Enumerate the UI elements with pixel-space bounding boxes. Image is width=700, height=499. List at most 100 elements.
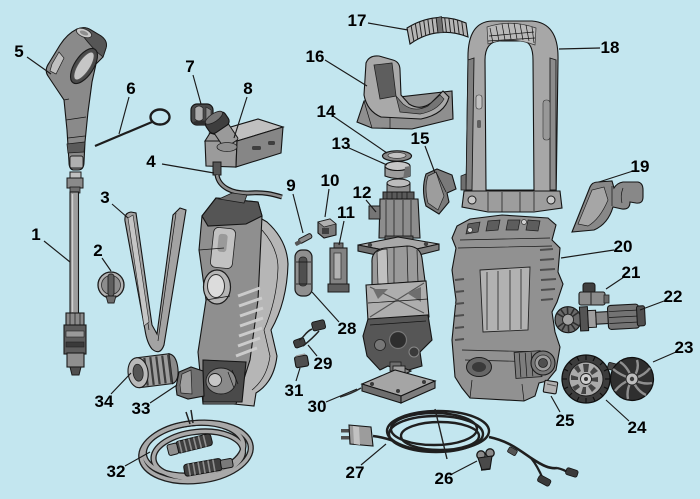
callout-17-leader-line xyxy=(367,22,409,31)
part-5-spray-gun xyxy=(45,27,107,171)
callout-10-number: 10 xyxy=(321,171,340,190)
callout-30-leader-line xyxy=(325,388,358,403)
part-11-channel-bracket xyxy=(327,242,350,293)
callout-23-number: 23 xyxy=(675,338,694,357)
part-14-seal-ring xyxy=(381,150,413,162)
part-21-fitting xyxy=(578,282,610,306)
callout-27-leader-line xyxy=(360,443,387,466)
front-housing xyxy=(197,192,289,407)
part-19-corner-bracket xyxy=(571,180,644,233)
callout-11-number: 11 xyxy=(337,203,355,222)
callout-6-leader-line xyxy=(118,96,130,135)
callout-25-number: 25 xyxy=(556,411,575,430)
callout-11-leader-line xyxy=(338,220,345,246)
part-25-pad xyxy=(542,379,559,395)
callout-31-number: 31 xyxy=(285,381,304,400)
callout-18-leader-line xyxy=(558,47,601,50)
part-33-foot-bracket xyxy=(175,366,205,400)
callout-30-number: 30 xyxy=(308,397,327,416)
part-26-cord-clamp xyxy=(476,448,495,471)
callout-9-number: 9 xyxy=(286,176,295,195)
callout-20-leader-line xyxy=(560,249,615,259)
callout-16-number: 16 xyxy=(306,47,325,66)
callout-3-leader-line xyxy=(111,203,129,219)
part-8-detergent-tank xyxy=(204,110,285,176)
part-32-hp-hose xyxy=(138,409,254,485)
callout-1-number: 1 xyxy=(31,225,40,244)
callout-5-number: 5 xyxy=(14,42,23,61)
callout-33-leader-line xyxy=(149,384,178,404)
callout-3-number: 3 xyxy=(100,188,109,207)
callout-4-leader-line xyxy=(161,163,215,174)
part-16-gun-holster xyxy=(356,55,454,130)
part-3-v-bracket xyxy=(124,207,187,353)
callout-12-leader-line xyxy=(365,199,377,213)
callout-16-leader-line xyxy=(324,59,368,87)
part-18-handle-frame xyxy=(460,20,563,213)
part-4-detergent-hose xyxy=(214,174,283,200)
callout-10-leader-line xyxy=(324,188,330,218)
callout-20-number: 20 xyxy=(614,237,633,256)
callout-7-number: 7 xyxy=(185,57,194,76)
callout-5-leader-line xyxy=(26,56,52,75)
callout-33-number: 33 xyxy=(132,399,151,418)
part-27-power-cord xyxy=(341,408,579,487)
part-13-cap xyxy=(384,160,411,180)
callout-22-number: 22 xyxy=(664,287,683,306)
callout-28-number: 28 xyxy=(338,319,357,338)
part-31-block xyxy=(293,353,310,369)
motor-pump-assembly xyxy=(362,245,433,373)
callout-24-number: 24 xyxy=(628,418,647,437)
callout-9-leader-line xyxy=(292,193,304,234)
callout-15-leader-line xyxy=(424,145,436,174)
part-30-base-plate xyxy=(339,365,437,404)
callout-12-number: 12 xyxy=(353,183,372,202)
callout-34-number: 34 xyxy=(95,392,114,411)
callout-18-number: 18 xyxy=(601,38,620,57)
part-15-fin-bracket xyxy=(422,168,457,215)
part-10-switch xyxy=(317,218,337,239)
callout-26-number: 26 xyxy=(435,469,454,488)
callout-23-leader-line xyxy=(652,351,677,363)
part-23-wheel-cover xyxy=(609,356,655,402)
part-29-wired-switch xyxy=(293,319,327,349)
callout-19-leader-line xyxy=(598,170,634,183)
callout-8-leader-line xyxy=(233,96,248,139)
part-24-wheel xyxy=(561,354,617,404)
callout-29-number: 29 xyxy=(314,354,333,373)
part-20-rear-housing xyxy=(451,214,564,402)
callout-27-number: 27 xyxy=(346,463,365,482)
callout-31-leader-line xyxy=(295,367,301,382)
callout-14-leader-line xyxy=(332,115,388,154)
callout-32-number: 32 xyxy=(107,462,126,481)
callout-21-number: 21 xyxy=(622,263,641,282)
part-1-spray-lance xyxy=(63,171,87,376)
callout-13-leader-line xyxy=(348,147,388,166)
part-6-cleaning-needle xyxy=(94,108,171,148)
callout-21-leader-line xyxy=(605,276,625,290)
callout-13-number: 13 xyxy=(332,134,351,153)
callout-28-leader-line xyxy=(311,291,340,323)
part-34-hose-guide xyxy=(127,353,179,389)
callout-25-leader-line xyxy=(550,395,561,413)
callout-7-leader-line xyxy=(192,74,202,105)
callout-29-leader-line xyxy=(307,344,318,357)
callout-2-leader-line xyxy=(101,257,112,272)
part-17-corrugated-grip xyxy=(406,16,469,45)
part-2-knob xyxy=(97,271,125,304)
callout-17-number: 17 xyxy=(348,11,367,30)
callout-15-number: 15 xyxy=(411,129,430,148)
callout-1-leader-line xyxy=(43,240,71,263)
callout-4-number: 4 xyxy=(146,152,156,171)
callout-24-leader-line xyxy=(605,399,630,422)
part-9-pin xyxy=(294,233,313,246)
callout-34-leader-line xyxy=(110,372,132,395)
part-28-capacitor xyxy=(294,249,313,297)
callout-32-leader-line xyxy=(124,451,151,467)
callout-8-number: 8 xyxy=(243,79,252,98)
callout-22-leader-line xyxy=(639,300,665,311)
callout-14-number: 14 xyxy=(317,102,336,121)
